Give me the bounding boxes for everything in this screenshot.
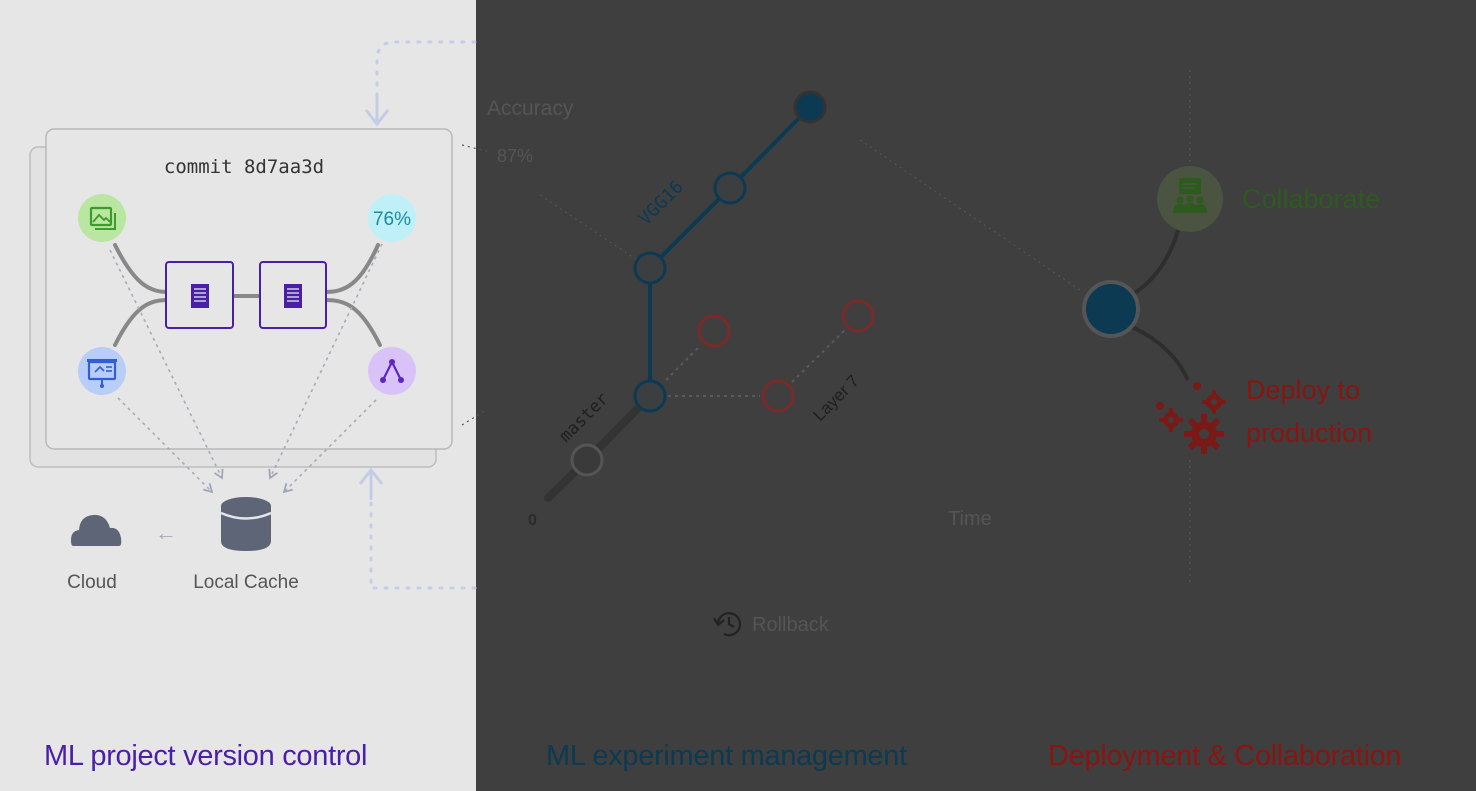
deploy-label-line2: production <box>1246 418 1372 448</box>
cache-dotted-lines <box>109 243 383 494</box>
commit-node-master-1[interactable] <box>570 443 604 477</box>
document-box-1 <box>165 261 234 329</box>
metric-badge: 76% <box>368 194 416 242</box>
commit-node-experiment-3[interactable] <box>841 299 875 333</box>
dotted-loop-connector <box>358 40 478 590</box>
graph-icon <box>368 347 416 395</box>
section-title-version-control: ML project version control <box>44 740 368 772</box>
history-icon <box>713 612 742 637</box>
deployment-node[interactable] <box>1082 280 1140 338</box>
origin-label: 0 <box>528 512 537 529</box>
commit-node-vgg16-2[interactable] <box>713 171 747 205</box>
commit-card <box>45 128 453 450</box>
arrow-to-cloud: ← <box>155 520 177 545</box>
guide-dotted-lines <box>461 70 1191 585</box>
gears-icon <box>1156 382 1226 454</box>
y-value-label: 87% <box>497 146 533 166</box>
metric-badge-text: 76% <box>373 209 411 230</box>
database-icon <box>220 497 272 551</box>
commit-node-experiment-2[interactable] <box>761 379 795 413</box>
collaborate-connector <box>1128 229 1180 298</box>
section-title-deployment: Deployment & Collaboration <box>1048 740 1402 772</box>
commit-node-vgg16-best[interactable] <box>793 90 827 124</box>
image-icon <box>78 194 126 242</box>
cache-label: Local Cache <box>193 572 299 593</box>
branch-label-vgg16: VGG16 <box>635 176 688 229</box>
commit-node-vgg16-1[interactable] <box>633 251 667 285</box>
branch-label-layer7: Layer 7 <box>809 371 863 425</box>
deploy-connector <box>1129 324 1190 381</box>
commit-node-branch-point[interactable] <box>633 379 667 413</box>
commit-label: commit 8d7aa3d <box>164 156 324 178</box>
vgg16-branch-line <box>648 105 812 396</box>
rollback-control[interactable]: Rollback <box>713 612 830 637</box>
commit-connectors <box>113 243 382 347</box>
people-icon <box>1157 166 1223 232</box>
deploy-label-line1: Deploy to <box>1246 375 1360 405</box>
section-title-experiment-management: ML experiment management <box>546 740 907 772</box>
collaborate-label: Collaborate <box>1242 184 1380 214</box>
cloud-label: Cloud <box>67 572 117 593</box>
x-axis-label: Time <box>948 508 992 530</box>
presentation-icon <box>78 347 126 395</box>
rollback-label: Rollback <box>752 614 830 636</box>
document-box-2 <box>259 261 327 329</box>
cloud-icon <box>71 514 122 546</box>
commit-node-experiment-1[interactable] <box>697 314 731 348</box>
layer7-branch-lines <box>665 329 846 397</box>
y-axis-label: Accuracy <box>487 97 574 120</box>
